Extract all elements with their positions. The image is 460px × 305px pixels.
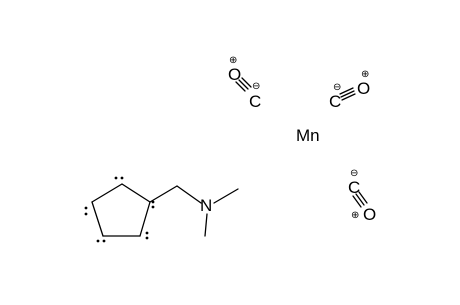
dimethylaminomethyl-group: N — [149, 185, 239, 237]
carbonyl-2-carbon-charge: ⊖ — [333, 82, 341, 93]
carbonyl-1-triple-bond — [235, 77, 252, 92]
carbonyl-3-triple-bond — [352, 191, 368, 208]
carbonyl-3-oxygen: O — [363, 205, 376, 224]
carbonyl-3: ⊖ C ⊕ O — [348, 168, 376, 224]
carbonyl-1-oxygen: O — [228, 65, 241, 84]
carbonyl-1-carbon-charge: ⊖ — [252, 81, 260, 92]
carbonyl-2: ⊖ C ⊕ O — [329, 69, 370, 111]
carbonyl-2-oxygen-charge: ⊕ — [361, 69, 369, 80]
carbonyl-1: ⊕ O ⊖ C — [228, 55, 261, 111]
nitrogen-atom: N — [200, 196, 212, 215]
carbonyl-2-triple-bond — [339, 87, 356, 101]
manganese-atom: Mn — [296, 126, 320, 145]
carbonyl-1-carbon: C — [249, 92, 261, 111]
carbonyl-1-oxygen-charge: ⊕ — [229, 55, 237, 66]
carbonyl-2-carbon: C — [329, 92, 341, 111]
carbonyl-2-oxygen: O — [357, 79, 370, 98]
carbonyl-3-carbon: C — [348, 178, 360, 197]
cyclopentadienyl-ring — [91, 183, 151, 237]
carbonyl-3-carbon-charge: ⊖ — [350, 168, 358, 179]
carbonyl-3-oxygen-charge: ⊕ — [351, 210, 359, 221]
